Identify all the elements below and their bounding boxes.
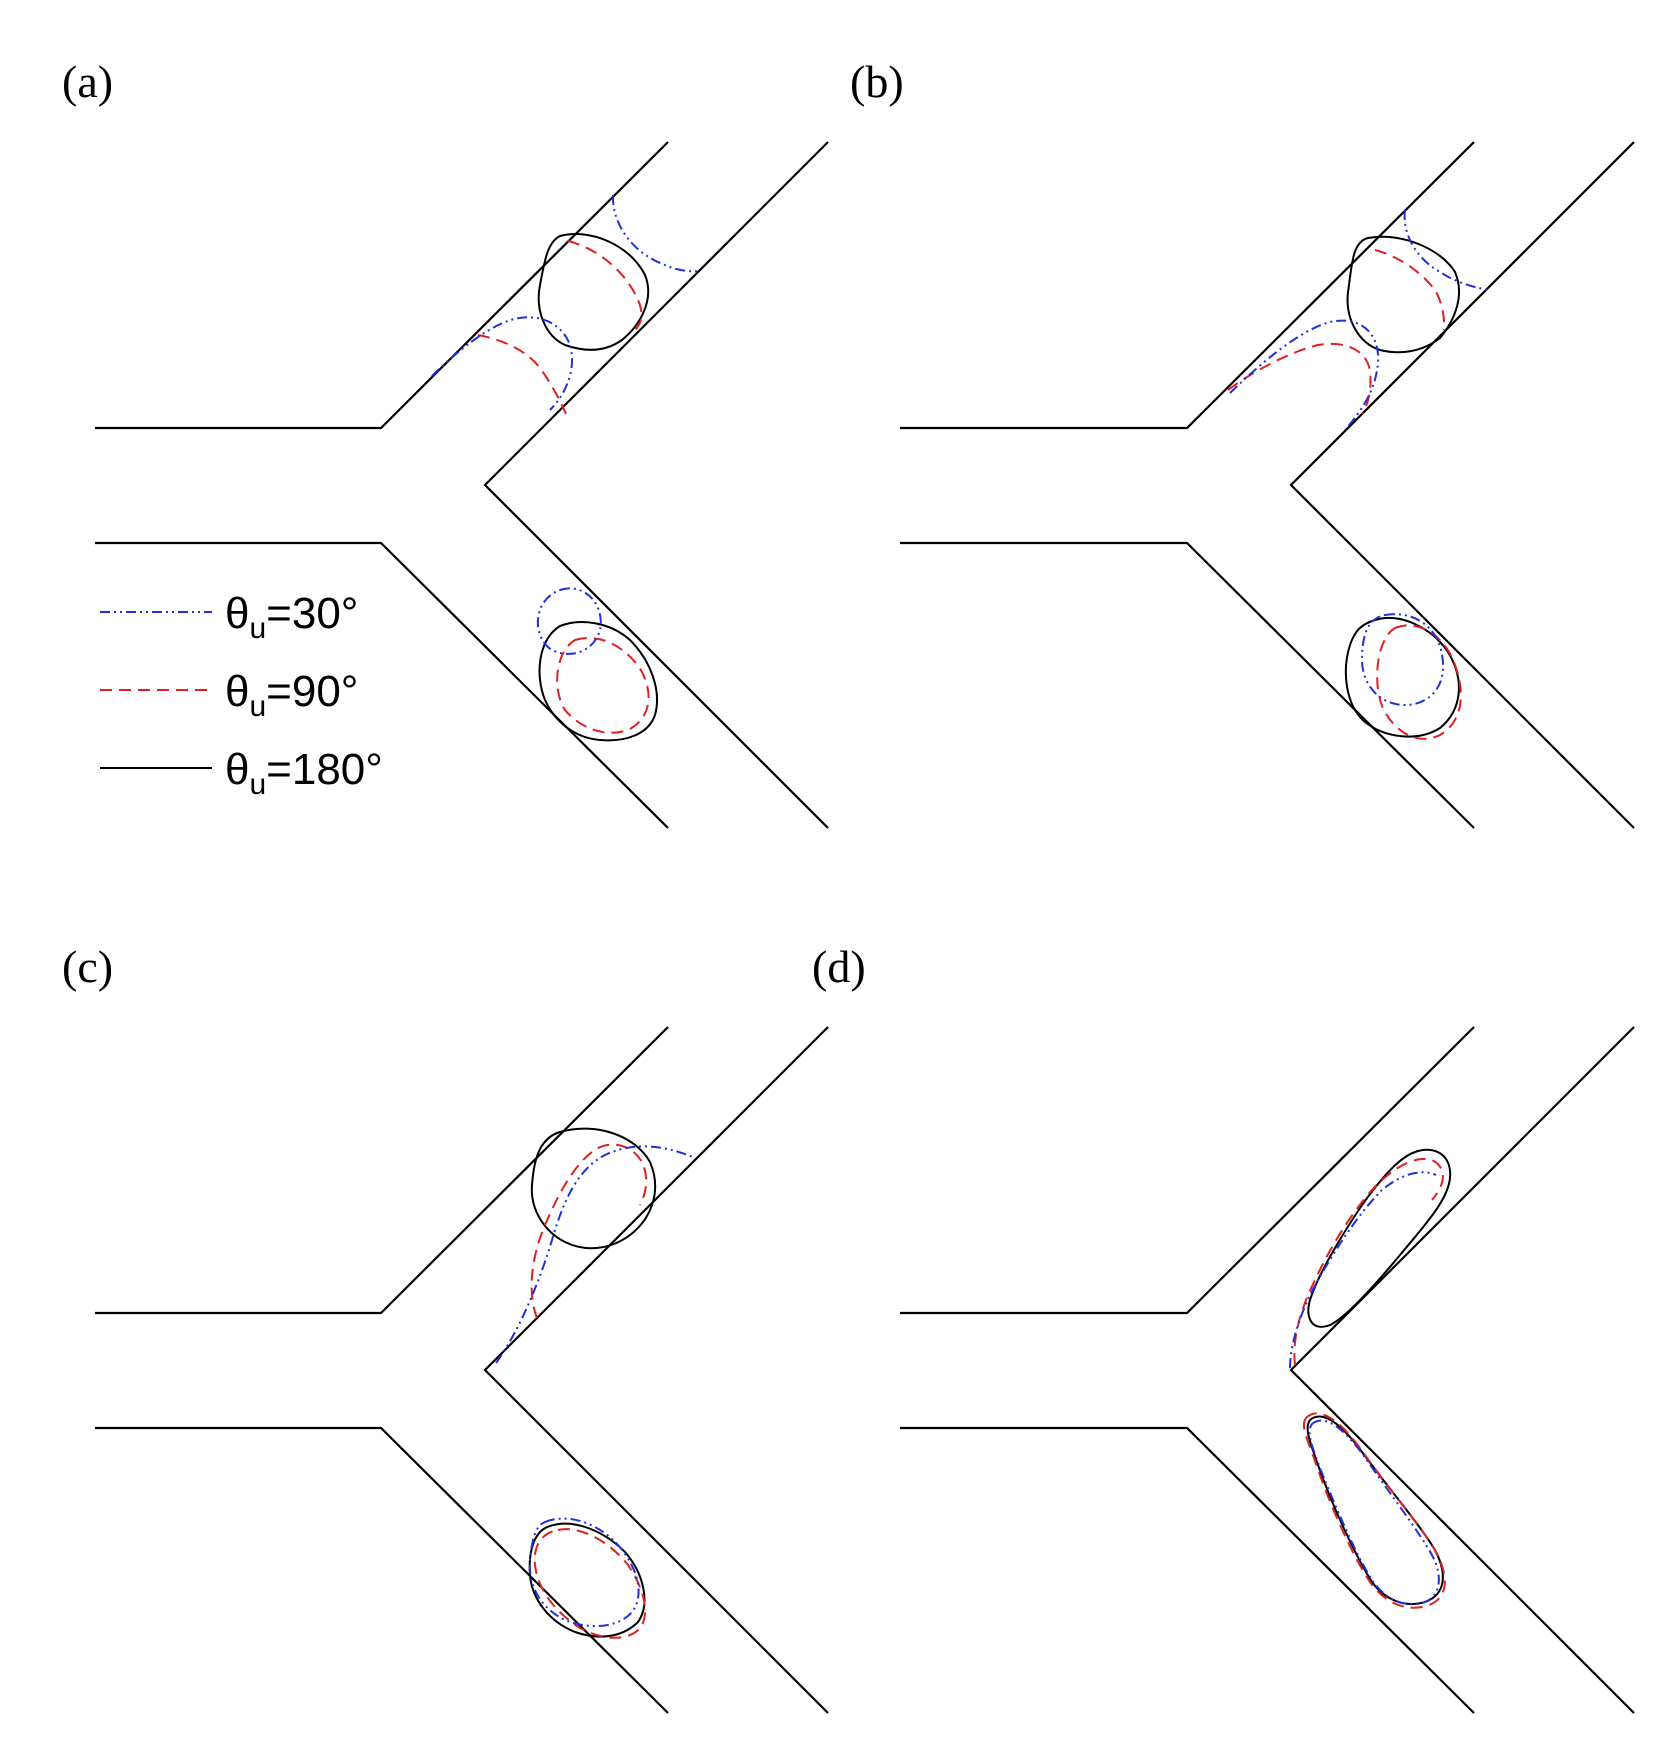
panel-b: (b)	[850, 56, 1635, 829]
droplet-180-upper	[537, 233, 650, 351]
channel-wall-lower	[95, 541, 669, 829]
droplet-30-upper-tail	[1229, 319, 1380, 431]
legend-label-180: θu=180°	[225, 745, 383, 801]
droplet-90-upper-tail	[1227, 342, 1372, 415]
droplet-30-lower	[528, 1517, 640, 1628]
droplet-180-lower	[1306, 1415, 1444, 1605]
legend-label-90: θu=90°	[225, 667, 358, 723]
droplet-180-upper	[1307, 1148, 1452, 1328]
legend-label-30: θu=30°	[225, 589, 358, 645]
legend-entry-30: θu=30°	[100, 589, 358, 645]
droplet-90-upper-front	[567, 240, 643, 331]
panel-b-label: (b)	[850, 56, 904, 107]
panel-a: (a) θu=30° θu=90° θu=180°	[62, 56, 829, 829]
droplet-90-upper-tail	[477, 334, 567, 415]
panel-d: (d)	[812, 941, 1635, 1714]
channel-wall-upper	[900, 141, 1475, 430]
channel-wall-lower	[900, 1426, 1475, 1714]
channel-wall-lower	[900, 541, 1475, 829]
channel-wall-inner	[1289, 1026, 1635, 1714]
droplet-30-upper-tail	[431, 316, 574, 411]
panel-c: (c)	[62, 941, 829, 1714]
droplet-30-lower	[1308, 1419, 1440, 1606]
channel-wall-upper	[900, 1026, 1475, 1315]
legend: θu=30° θu=90° θu=180°	[100, 589, 383, 801]
droplet-30-upper-front	[611, 194, 699, 273]
droplet-30-upper	[495, 1145, 696, 1364]
droplet-30-lower	[1360, 613, 1445, 707]
droplet-90-upper-front	[1374, 249, 1446, 331]
droplet-180-upper	[530, 1127, 657, 1250]
droplet-90-upper	[530, 1143, 648, 1319]
channel-wall-upper	[95, 141, 669, 430]
droplet-30-upper-front	[1403, 209, 1491, 291]
panel-d-label: (d)	[812, 941, 866, 992]
droplet-90-lower	[533, 1528, 647, 1639]
droplet-90-lower	[556, 636, 650, 734]
droplet-90-lower	[1376, 624, 1462, 740]
droplet-180-upper	[1346, 235, 1460, 354]
channel-wall-upper	[95, 1026, 669, 1315]
panel-a-label: (a)	[62, 56, 113, 107]
channel-wall-inner	[483, 1026, 829, 1714]
legend-entry-180: θu=180°	[100, 745, 383, 801]
droplet-30-upper	[1289, 1171, 1437, 1369]
channel-wall-lower	[95, 1426, 669, 1714]
channel-wall-inner	[1289, 141, 1635, 829]
droplet-90-lower	[1302, 1412, 1446, 1609]
panel-c-label: (c)	[62, 941, 113, 992]
droplet-30-lower	[537, 587, 602, 655]
droplet-180-lower	[538, 621, 659, 742]
droplet-180-lower	[1344, 616, 1460, 738]
droplet-180-lower	[528, 1522, 646, 1638]
channel-wall-inner	[483, 141, 829, 829]
legend-entry-90: θu=90°	[100, 667, 358, 723]
droplet-90-upper	[1293, 1157, 1444, 1366]
